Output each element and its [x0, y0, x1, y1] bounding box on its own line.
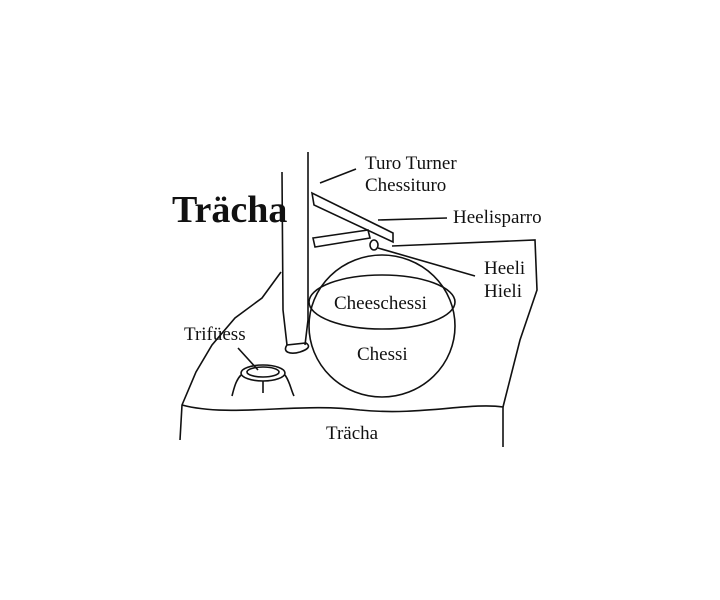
diagram-title: Trächa	[172, 189, 287, 231]
leader-heeli	[377, 247, 476, 277]
ground-surface-outline	[179, 271, 282, 441]
ground-front-edge	[181, 404, 504, 447]
leader-sparro	[377, 217, 448, 221]
post-base	[284, 342, 310, 354]
trifuess-stand	[231, 364, 295, 397]
label-turner-1: Turo Turner	[365, 153, 457, 174]
heeli-hook	[369, 239, 379, 251]
upper-arm	[310, 191, 394, 244]
leader-turner	[319, 168, 357, 184]
label-cheeschessi: Cheeschessi	[334, 293, 427, 314]
ground-right-edge	[391, 239, 538, 408]
cheeschessi-rim	[308, 274, 456, 330]
label-sparro: Heelisparro	[453, 207, 542, 228]
label-tracha-floor: Trächa	[326, 423, 379, 444]
label-turner-2: Chessituro	[365, 175, 446, 196]
turner-post	[281, 152, 309, 346]
label-trifuess: Trifüess	[184, 324, 246, 345]
label-heeli-1: Heeli	[484, 258, 525, 279]
chessi-sphere	[308, 254, 456, 398]
lower-arm	[312, 229, 371, 248]
label-heeli-2: Hieli	[484, 281, 522, 302]
label-chessi: Chessi	[357, 344, 408, 365]
leader-trifuess	[237, 347, 259, 371]
